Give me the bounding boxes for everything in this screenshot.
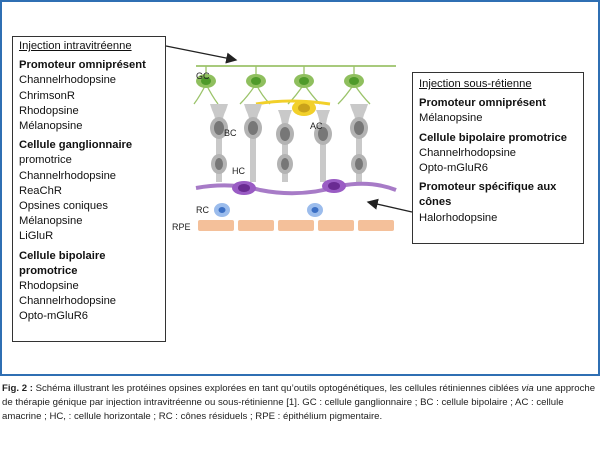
subretinal-box: Injection sous-rétienne Promoteur omnipr… bbox=[412, 72, 584, 244]
label-rc: RC bbox=[196, 205, 209, 215]
caption-text: une approche de thérapie génique par inj… bbox=[2, 383, 596, 422]
label-hc: HC bbox=[232, 166, 245, 176]
opsin-item: Opto-mGluR6 bbox=[19, 310, 89, 323]
section-title: Promoteur spécifique aux cônes bbox=[419, 181, 557, 209]
opsin-item: LiGluR bbox=[19, 230, 54, 243]
opsin-item: Opsines coniques bbox=[19, 200, 108, 213]
opsin-item: Channelrhodopsine bbox=[19, 295, 117, 308]
opsin-item: Rhodopsine bbox=[19, 280, 79, 293]
section-title: Cellule bipolaire promotrice bbox=[19, 249, 106, 277]
ganglion-dendrites bbox=[193, 66, 371, 105]
horizontal-processes bbox=[195, 181, 397, 196]
opsin-item: Channelrhodopsine bbox=[419, 146, 517, 159]
opsin-item: Rhodopsine bbox=[19, 104, 79, 117]
section-title: Cellule ganglionnaire bbox=[19, 139, 133, 152]
ganglion-cells bbox=[196, 74, 364, 88]
opsin-item: ReaChR bbox=[19, 184, 62, 197]
opsin-item: Channelrhodopsine bbox=[19, 169, 117, 182]
opsin-item: Mélanopsine bbox=[19, 120, 83, 133]
label-bc: BC bbox=[224, 128, 237, 138]
retina-diagram: GC BC AC HC RC RPE bbox=[165, 45, 413, 232]
opsin-item: promotrice bbox=[19, 154, 72, 167]
section-title: Promoteur omniprésent bbox=[419, 97, 546, 110]
bipolar-cells bbox=[210, 104, 368, 182]
subretinal-header: Injection sous-rétienne bbox=[419, 78, 532, 90]
opsin-item: Channelrhodopsine bbox=[19, 74, 117, 87]
caption-text: Schéma illustrant les protéines opsines … bbox=[32, 383, 522, 394]
figure-label: Fig. 2 : bbox=[2, 383, 33, 394]
opsin-item: ChrimsonR bbox=[19, 89, 75, 102]
intravitreal-box: Injection intravitréenne Promoteur omnip… bbox=[12, 36, 166, 342]
caption-italic: via bbox=[521, 383, 534, 394]
subretinal-arrow bbox=[366, 198, 413, 213]
opsin-item: Mélanopsine bbox=[19, 215, 83, 228]
rpe-layer bbox=[198, 220, 394, 231]
label-gc: GC bbox=[196, 71, 210, 81]
intravitreal-arrow bbox=[165, 45, 238, 64]
section-title: Promoteur omniprésent bbox=[19, 59, 146, 72]
opsin-item: Opto-mGluR6 bbox=[419, 162, 489, 175]
intravitreal-header: Injection intravitréenne bbox=[19, 40, 132, 52]
opsin-item: Mélanopsine bbox=[419, 112, 483, 125]
figure-caption: Fig. 2 : Schéma illustrant les protéines… bbox=[2, 382, 596, 424]
label-rpe: RPE bbox=[172, 222, 191, 232]
amacrine-processes bbox=[255, 99, 331, 106]
label-ac: AC bbox=[310, 121, 323, 131]
photoreceptor-somas bbox=[211, 154, 367, 174]
section-title: Cellule bipolaire promotrice bbox=[419, 131, 567, 144]
opsin-item: Halorhodopsine bbox=[419, 211, 498, 224]
